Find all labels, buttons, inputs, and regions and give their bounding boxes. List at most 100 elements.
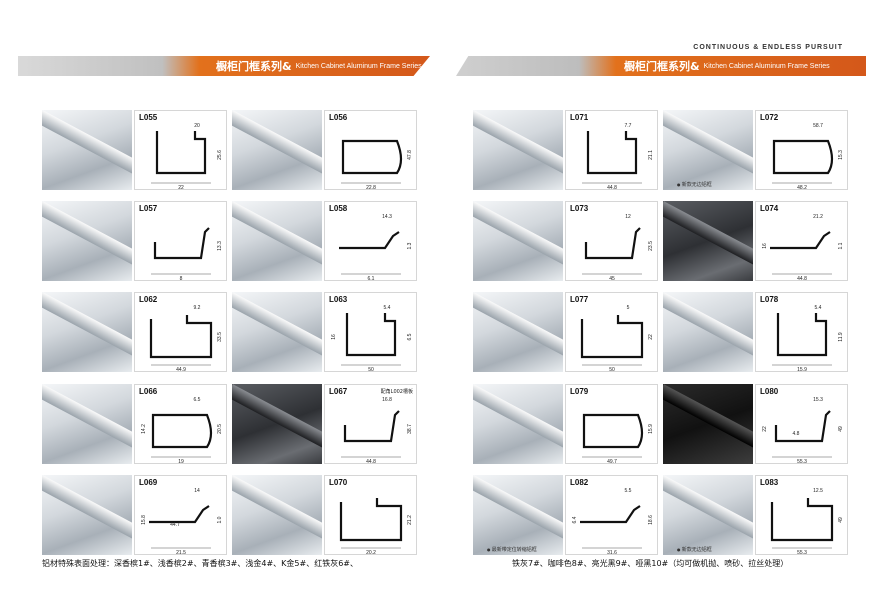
dimension-label: 5.4 [815, 305, 822, 311]
product-photo [232, 475, 322, 555]
dimension-label: 21.2 [813, 214, 823, 220]
profile-outline [774, 410, 831, 443]
profile-outline [586, 131, 638, 175]
dimension-label: 19 [178, 459, 184, 465]
profile-outline [776, 313, 828, 357]
profile-outline [151, 413, 213, 449]
product-photo [232, 384, 322, 464]
profile-outline [149, 315, 213, 359]
banner-title-en: Kitchen Cabinet Aluminum Frame Series [295, 62, 422, 70]
dimension-label: 16.8 [382, 397, 392, 403]
profile-bar-image [42, 110, 132, 184]
product-photo [473, 110, 563, 190]
dimension-label: 14 [194, 488, 200, 494]
profile-bar-image [232, 201, 322, 275]
dimension-label: 49 [838, 517, 844, 523]
profile-drawing: L077 5 22 50 [565, 292, 658, 373]
surface-finish-note: 铝材特殊表面处理：深香槟1#、浅香槟2#、青香槟3#、浅金4#、K金5#、红铁灰… [42, 559, 359, 568]
product-code: L078 [760, 295, 779, 304]
dimension-label: 15.9 [648, 424, 654, 434]
product-photo: 最新带定位转缩铝框 [473, 475, 563, 555]
dimension-label: 21.1 [648, 150, 654, 160]
dimension-label: 44.7 [170, 522, 180, 528]
dimension-label: 50 [609, 367, 615, 373]
profile-bar-image [663, 384, 753, 458]
profile-outline [339, 231, 400, 250]
profile-outline [149, 505, 210, 524]
dimension-label: 44.8 [607, 185, 617, 191]
product-photo [232, 292, 322, 372]
dimension-label: 31.6 [607, 550, 617, 556]
dimension-label: 15.3 [813, 397, 823, 403]
profile-bar-image [42, 384, 132, 458]
profile-outline [770, 498, 834, 542]
dimension-label: 14.2 [141, 424, 147, 434]
dimension-label: 55.3 [797, 550, 807, 556]
banner-title-cn: 橱柜门框系列& [624, 60, 700, 73]
profile-bar-image [42, 292, 132, 366]
product-code: L079 [570, 387, 589, 396]
product-code: L083 [760, 478, 779, 487]
profile-outline [582, 413, 644, 449]
dimension-label: 22.8 [366, 185, 376, 191]
dimension-label: 44.9 [176, 367, 186, 373]
profile-outline [339, 498, 403, 542]
series-banner-right: 橱柜门框系列& Kitchen Cabinet Aluminum Frame S… [456, 56, 866, 76]
dimension-label: 15.3 [838, 150, 844, 160]
profile-bar-image [663, 110, 753, 184]
product-photo [663, 201, 753, 281]
dimension-label: 25.6 [217, 150, 223, 160]
product-photo [663, 292, 753, 372]
product-photo [42, 384, 132, 464]
dimension-label: 5 [627, 305, 630, 311]
dimension-label: 15.9 [797, 367, 807, 373]
product-note: 新款无边铝框 [677, 546, 712, 553]
dimension-label: 21.5 [176, 550, 186, 556]
dimension-label: 15.8 [141, 515, 147, 525]
dimension-label: 22 [648, 334, 654, 340]
product-code: L058 [329, 204, 348, 213]
product-code: L072 [760, 113, 779, 122]
product-code: L070 [329, 478, 348, 487]
product-note: 最新带定位转缩铝框 [487, 546, 537, 553]
profile-outline [155, 131, 207, 175]
product-code: L055 [139, 113, 158, 122]
dimension-label: 21.2 [407, 515, 413, 525]
profile-bar-image [232, 475, 322, 549]
dimension-label: 6.5 [407, 333, 413, 340]
product-code: L071 [570, 113, 589, 122]
dimension-label: 6.5 [194, 397, 201, 403]
dimension-label: 44.8 [366, 459, 376, 465]
product-photo [232, 201, 322, 281]
product-code: L080 [760, 387, 779, 396]
product-code: L077 [570, 295, 589, 304]
profile-bar-image [232, 110, 322, 184]
profile-bar-image [473, 110, 563, 184]
dimension-label: 33.5 [217, 332, 223, 342]
dimension-label: 58.7 [813, 123, 823, 129]
dimension-label: 18.6 [648, 515, 654, 525]
product-code: L066 [139, 387, 158, 396]
profile-bar-image [42, 201, 132, 275]
product-photo [473, 201, 563, 281]
profile-outline [584, 227, 641, 260]
dimension-label: 16 [331, 334, 337, 340]
